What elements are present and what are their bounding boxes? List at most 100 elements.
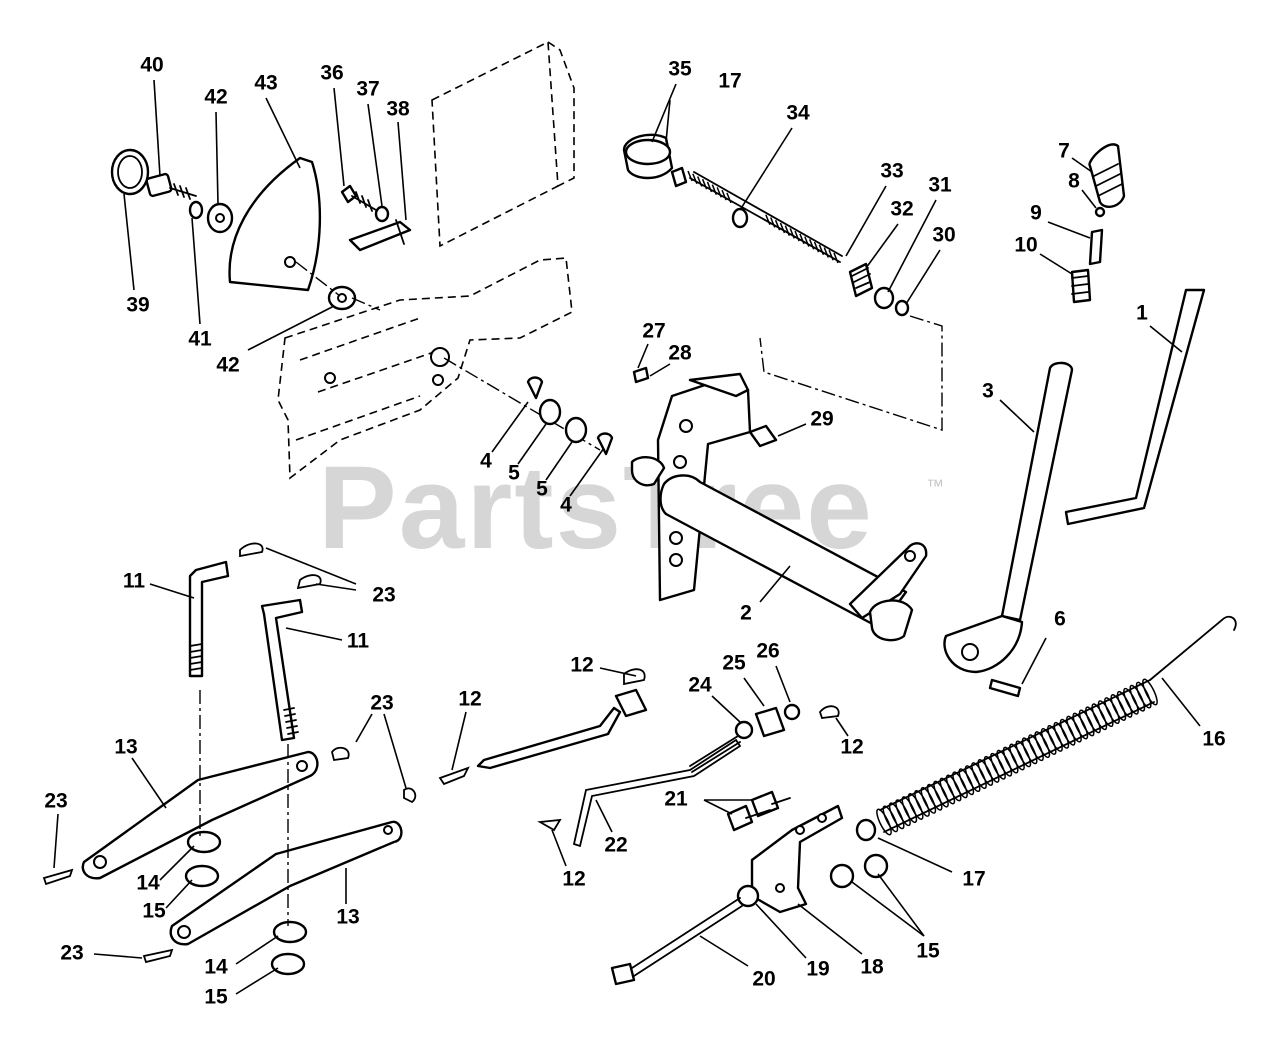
callout-13a: 13 [114,736,137,759]
callout-29: 29 [810,408,833,431]
rod-thread [711,184,718,195]
spring-coil [1015,740,1032,768]
callout-37: 37 [356,78,379,101]
spring-coil [1142,678,1158,706]
spring-coil [882,805,899,833]
callout-20: 20 [752,968,775,991]
spring-coil [1072,712,1089,740]
spring-coil [876,808,892,836]
spring-coil [1028,734,1044,762]
spring-coil [1002,746,1019,774]
spring-coil [952,771,968,799]
rod-thread [813,241,820,253]
callout-43: 43 [254,72,277,95]
bolt-spring-assembly [340,184,412,252]
callout-38: 38 [386,98,410,121]
callout-33: 33 [880,160,903,183]
spring-coil [1078,709,1095,737]
rod-thread [784,225,791,236]
spring-coil [1135,681,1152,709]
callout-36: 36 [320,62,343,85]
rod-thread [716,187,722,198]
spring-coil [1123,687,1139,715]
callout-4a: 4 [480,450,492,473]
callout-35: 35 [668,58,692,81]
lift-link-assembly [42,542,417,976]
rod-thread [818,244,825,256]
callout-17a: 17 [718,70,741,93]
callout-41: 41 [188,328,212,351]
callout-39: 39 [126,294,149,317]
callout-13b: 13 [336,906,359,929]
callout-34: 34 [786,102,810,125]
spring-coil [1097,700,1114,728]
spring-coil [1034,731,1051,759]
rod-thread [687,170,693,182]
spring-bracket-assembly [610,615,1237,986]
callout-28: 28 [668,342,692,365]
callout-24: 24 [688,674,712,697]
rod-thread [721,189,727,201]
callout-42a: 42 [204,86,227,109]
callout-15a: 15 [142,900,166,923]
spring-coil [1110,694,1127,721]
rod-thread [794,230,800,242]
callout-31: 31 [928,174,952,197]
spring-coil [939,777,956,805]
rod-thread [692,173,698,185]
callout-11a: 11 [123,570,146,593]
spring-coil [1053,721,1070,749]
spring-coil [907,793,924,820]
lift-lever-assembly [943,143,1206,698]
callout-23d: 23 [60,942,83,965]
spring-coil [901,796,918,824]
watermark-trademark: ™ [926,476,944,496]
spring-coil [983,755,1000,783]
callout-14b: 14 [204,956,228,979]
callout-30: 30 [932,224,955,247]
callout-5b: 5 [536,478,548,501]
spring-coil [1116,690,1133,718]
spring-coil [1040,728,1057,755]
callout-22: 22 [604,834,627,857]
spring-coil [1047,724,1063,752]
spring-coil [1129,684,1146,712]
callout-26: 26 [756,640,779,663]
rod-thread [789,228,795,239]
spring-coil [1066,715,1082,743]
rod-thread [779,222,786,234]
spring-coil [888,802,905,830]
frame-plate [277,40,575,480]
rod-thread [701,178,708,190]
spring-coil [958,768,975,796]
callout-27: 27 [642,320,665,343]
callout-12d: 12 [562,868,585,891]
callout-15c: 15 [916,940,940,963]
rod-thread [774,219,781,231]
spring-coil [971,762,987,790]
callout-25: 25 [722,652,746,675]
spring-coil [945,774,962,802]
callout-19: 19 [806,958,829,981]
callout-2: 2 [740,602,752,625]
spring-coil [1021,737,1038,765]
callout-40: 40 [140,54,163,77]
rod-thread [828,249,834,261]
callout-4b: 4 [560,494,572,517]
spring-coil [933,780,949,808]
spring-coil [1091,703,1108,731]
callout-14a: 14 [136,872,160,895]
callout-12c: 12 [840,736,863,759]
spring-coil [964,765,981,793]
callout-12a: 12 [570,654,593,677]
callout-10: 10 [1014,234,1037,257]
rod-thread [765,214,771,226]
knob-cover-assembly [110,148,381,311]
spring-coil [926,783,943,811]
spring-coil [1104,697,1120,725]
callout-42b: 42 [216,354,239,377]
callout-6: 6 [1054,608,1066,631]
rod-thread [808,239,815,250]
rod-thread [804,236,810,247]
